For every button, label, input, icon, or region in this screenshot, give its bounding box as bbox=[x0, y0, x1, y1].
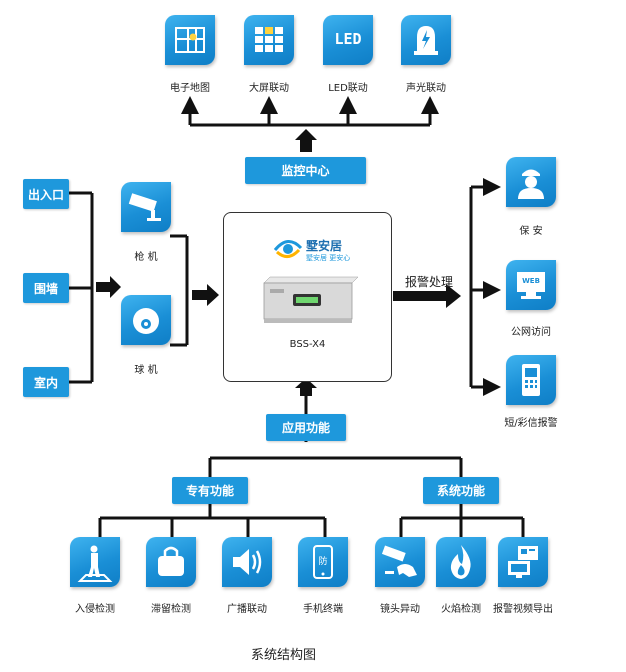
monitor-center-box: 监控中心 bbox=[245, 157, 366, 184]
dedicated-item-label-mobile: 手机终端 bbox=[303, 604, 343, 615]
top-output-label-siren: 声光联动 bbox=[406, 83, 446, 94]
mobile-phone-icon bbox=[506, 355, 556, 405]
dedicated-functions-box: 专有功能 bbox=[172, 477, 248, 504]
top-output-label-map: 电子地图 bbox=[170, 83, 210, 94]
diagram-caption: 系统结构图 bbox=[251, 648, 317, 663]
camera-label-dome: 球 机 bbox=[134, 365, 158, 376]
brand-name: 墅安居 bbox=[306, 239, 343, 253]
dedicated-item-label-intrusion: 入侵检测 bbox=[75, 604, 115, 615]
dedicated-item-label-loitering: 滞留检测 bbox=[151, 604, 191, 615]
phone-terminal-icon-text: 防 bbox=[318, 557, 328, 567]
alarm-output-label-sms: 短/彩信报警 bbox=[504, 418, 558, 429]
map-icon bbox=[165, 15, 215, 65]
zone-wall: 围墙 bbox=[23, 273, 69, 303]
bullet-camera-icon bbox=[121, 182, 171, 232]
system-item-label-video-export: 报警视频导出 bbox=[493, 604, 553, 615]
alarm-processing-label: 报警处理 bbox=[405, 275, 454, 289]
led-icon-text: LED bbox=[334, 30, 362, 48]
web-browser-icon: WEB bbox=[506, 260, 556, 310]
security-guard-icon bbox=[506, 157, 556, 207]
camera-label-bullet: 枪 机 bbox=[134, 252, 158, 263]
phone-terminal-icon: 防 bbox=[298, 537, 348, 587]
led-icon: LED bbox=[323, 15, 373, 65]
bag-icon bbox=[146, 537, 196, 587]
speaker-icon bbox=[222, 537, 272, 587]
zone-entrance: 出入口 bbox=[23, 179, 69, 209]
center-device-panel: 墅安居 墅安居 更安心 BSS-X4 bbox=[223, 212, 392, 382]
brand-logo-icon bbox=[273, 240, 303, 258]
system-functions-box: 系统功能 bbox=[423, 477, 499, 504]
camera-tamper-icon bbox=[375, 537, 425, 587]
brand-slogan: 墅安居 更安心 bbox=[306, 254, 351, 262]
web-icon-text: WEB bbox=[522, 277, 540, 285]
video-wall-icon bbox=[244, 15, 294, 65]
intrusion-person-icon bbox=[70, 537, 120, 587]
system-item-label-flame: 火焰检测 bbox=[441, 604, 481, 615]
zone-indoor: 室内 bbox=[23, 367, 69, 397]
dedicated-item-label-broadcast: 广播联动 bbox=[227, 604, 267, 615]
siren-icon bbox=[401, 15, 451, 65]
top-output-label-video-wall: 大屏联动 bbox=[249, 83, 289, 94]
system-item-label-tamper: 镜头异动 bbox=[380, 604, 420, 615]
video-export-icon bbox=[498, 537, 548, 587]
dome-camera-icon bbox=[121, 295, 171, 345]
alarm-output-label-guard: 保 安 bbox=[519, 226, 543, 237]
app-functions-box: 应用功能 bbox=[266, 414, 346, 441]
alarm-output-label-web: 公网访问 bbox=[511, 327, 551, 338]
flame-icon bbox=[436, 537, 486, 587]
nvr-device-image bbox=[263, 276, 358, 323]
top-output-label-led: LED联动 bbox=[328, 83, 368, 94]
device-model: BSS-X4 bbox=[289, 339, 326, 350]
